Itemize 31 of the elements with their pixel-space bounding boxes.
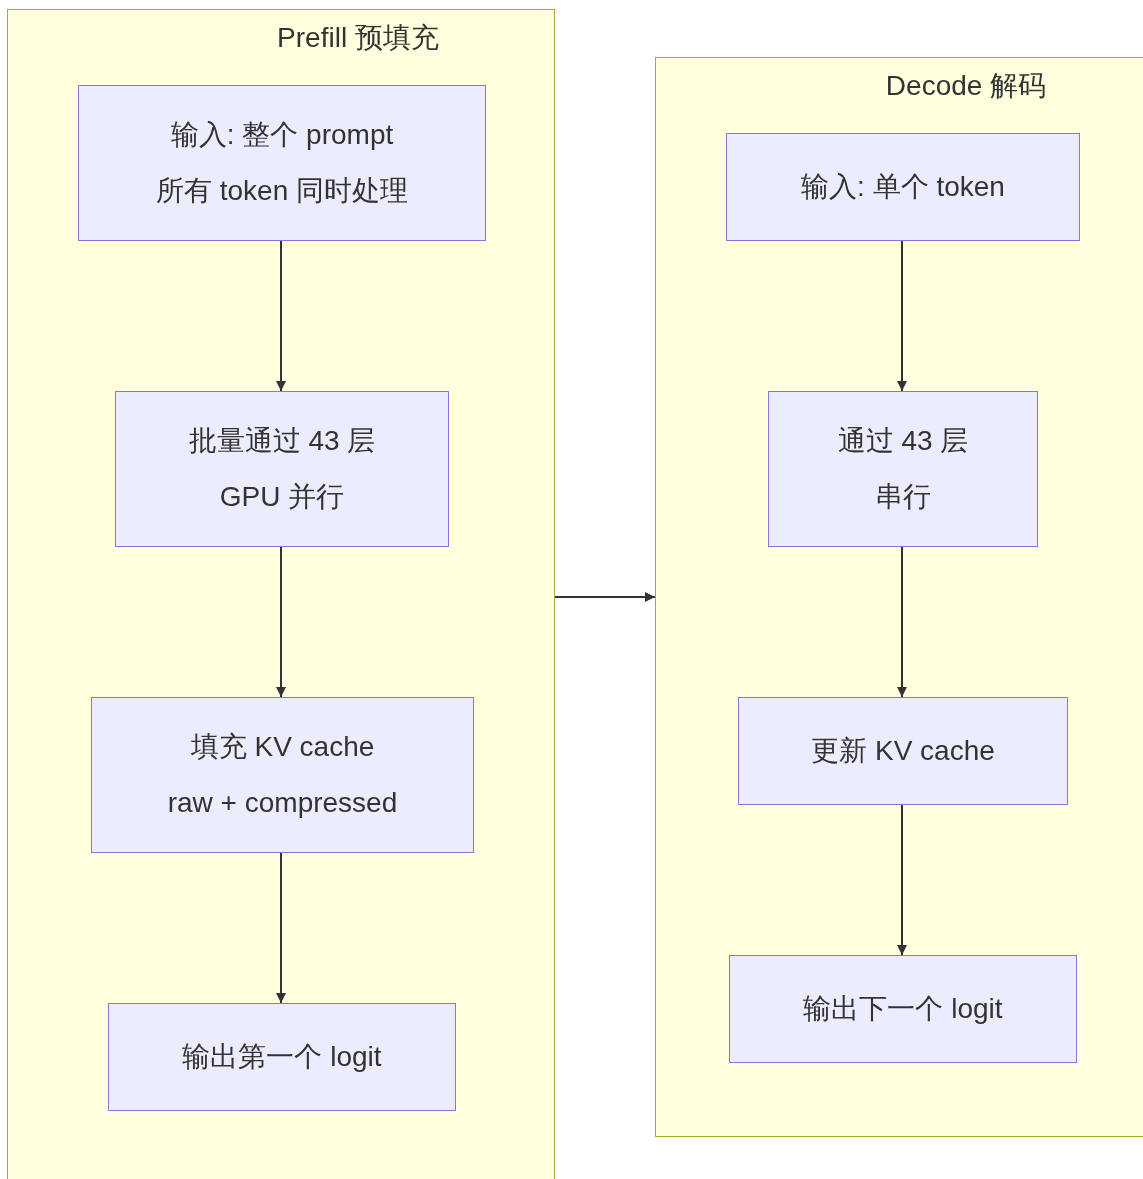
process-box xyxy=(91,697,474,853)
process-box xyxy=(738,697,1068,805)
process-box xyxy=(108,1003,456,1111)
arrow xyxy=(276,852,286,1004)
process-box xyxy=(726,133,1080,241)
box-label: 输入: 整个 prompt xyxy=(170,118,394,152)
group-panel xyxy=(7,9,555,1179)
box-label: 通过 43 层 xyxy=(837,424,969,458)
box-label: 输出下一个 logit xyxy=(803,992,1003,1026)
process-box xyxy=(729,955,1077,1063)
arrow xyxy=(897,546,907,698)
group-title: Decode 解码 xyxy=(885,69,1047,103)
box-label: 批量通过 43 层 xyxy=(188,424,376,458)
box-label: 更新 KV cache xyxy=(811,734,995,768)
box-label: raw + compressed xyxy=(167,786,398,820)
box-label: GPU 并行 xyxy=(219,480,345,514)
box-label: 输出第一个 logit xyxy=(182,1040,382,1074)
box-label: 所有 token 同时处理 xyxy=(155,174,409,208)
box-label: 输入: 单个 token xyxy=(801,170,1005,204)
box-label: 串行 xyxy=(875,480,931,514)
process-box xyxy=(115,391,449,547)
process-box xyxy=(768,391,1038,547)
process-box xyxy=(78,85,486,241)
arrow xyxy=(554,592,656,602)
group-title: Prefill 预填充 xyxy=(277,21,439,55)
arrow xyxy=(276,546,286,698)
arrow xyxy=(897,804,907,956)
box-label: 填充 KV cache xyxy=(190,730,375,764)
group-panel xyxy=(655,57,1143,1137)
arrow xyxy=(897,240,907,392)
arrow xyxy=(276,240,286,392)
